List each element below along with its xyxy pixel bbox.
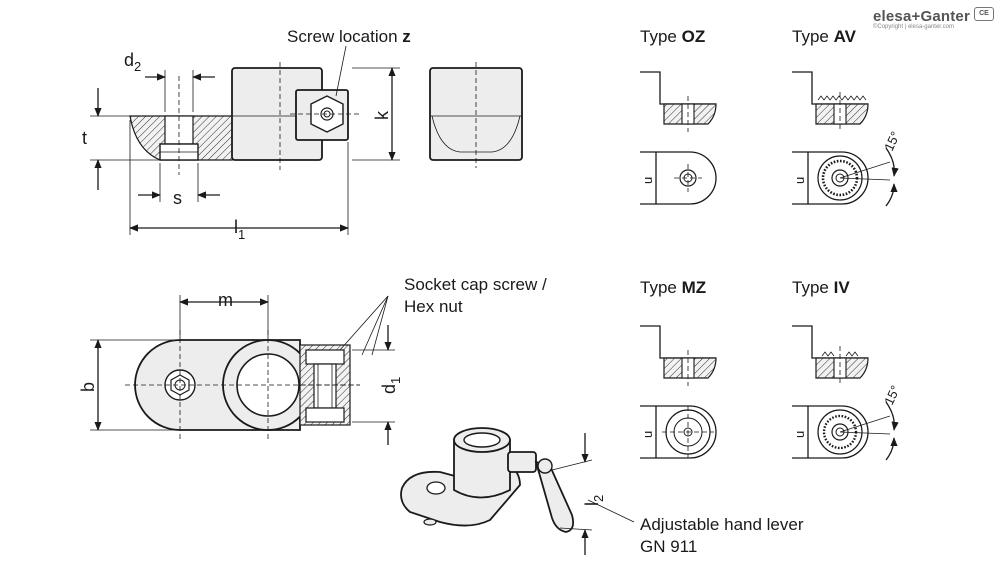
dim-b: b xyxy=(78,382,98,392)
isometric-view xyxy=(400,427,635,555)
type-oz-title: Type OZ xyxy=(640,27,705,46)
ce-badge: CE xyxy=(974,7,994,21)
socket-cap-label-line1: Socket cap screw / xyxy=(404,275,547,294)
brand-logo: elesa+Ganter ©Copyright | elesa-ganter.c… xyxy=(873,8,970,30)
type-mz-title: Type MZ xyxy=(640,278,706,297)
hand-lever-label-line1: Adjustable hand lever xyxy=(640,515,804,534)
type-av-title: Type AV xyxy=(792,27,857,46)
dim-k: k xyxy=(372,110,392,120)
hand-lever-label-line2: GN 911 xyxy=(640,537,697,556)
type-iv-detail xyxy=(792,325,899,461)
dim-t: t xyxy=(82,128,87,148)
type-mz-detail xyxy=(640,325,717,459)
type-oz-detail xyxy=(640,71,717,205)
dim-u-av: u xyxy=(792,177,807,184)
plan-view xyxy=(90,295,395,445)
screw-location-label: Screw location z xyxy=(287,27,411,46)
angle-av: 15° xyxy=(881,129,903,153)
dim-s: s xyxy=(173,188,182,208)
type-av-detail xyxy=(792,71,899,207)
dim-l2: l2 xyxy=(582,495,606,506)
type-iv-title: Type IV xyxy=(792,278,850,297)
angle-iv: 15° xyxy=(881,383,903,407)
brand-name: elesa+Ganter xyxy=(872,8,970,25)
dim-l1: l1 xyxy=(234,217,245,242)
side-section-view xyxy=(90,45,360,235)
dim-d2: d2 xyxy=(124,50,141,74)
dim-u-oz: u xyxy=(640,177,655,184)
dim-d1: d1 xyxy=(379,377,403,394)
socket-cap-label-line2: Hex nut xyxy=(404,297,463,316)
dim-u-iv: u xyxy=(792,431,807,438)
end-view xyxy=(352,62,523,168)
brand-copyright: ©Copyright | elesa-ganter.com xyxy=(872,24,954,30)
dim-u-mz: u xyxy=(640,431,655,438)
dim-m: m xyxy=(218,290,233,310)
